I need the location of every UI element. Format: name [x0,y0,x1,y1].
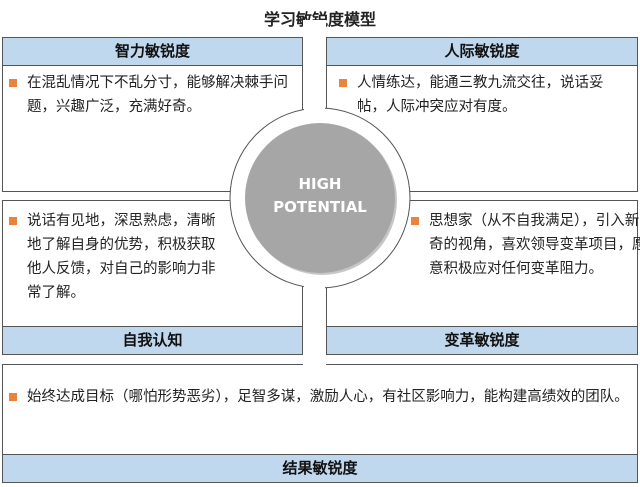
quadrant-header: 自我认知 [2,326,303,355]
quadrant-text: 说话有见地，深思熟虑，清晰地了解自身的优势，积极获取他人反馈，对自己的影响力非常… [5,209,227,305]
bullet-icon [9,217,17,225]
result-header: 结果敏锐度 [2,454,638,483]
diagram-title: 学习敏锐度模型 [263,10,376,29]
center-label: HIGH POTENTIAL [240,173,400,219]
quadrant-self-awareness: 说话有见地，深思熟虑，清晰地了解自身的优势，积极获取他人反馈，对自己的影响力非常… [2,200,303,355]
ring-gap-top [304,40,325,120]
result-agility-box: 始终达成目标（哪怕形势恶劣），足智多谋，激励人心，有社区影响力，能构建高绩效的团… [2,364,638,483]
inner-circle [245,123,395,273]
quadrant-header: 变革敏锐度 [326,326,638,355]
quadrant-text: 人情练达，能通三教九流交往，说话妥帖，人际冲突应对有度。 [335,71,625,119]
quadrant-text-content: 思想家（从不自我满足），引入新奇的视角，喜欢领导变革项目，愿意积极应对任何变革阻… [429,213,640,277]
quadrant-text-content: 说话有见地，深思熟虑，清晰地了解自身的优势，积极获取他人反馈，对自己的影响力非常… [27,213,216,301]
result-text: 始终达成目标（哪怕形势恶劣），足智多谋，激励人心，有社区影响力，能构建高绩效的团… [5,385,637,409]
bullet-icon [9,393,17,401]
quadrant-header: 智力敏锐度 [2,37,303,66]
bullet-icon [411,217,419,225]
quadrant-text-content: 在混乱情况下不乱分寸，能够解决棘手问题，兴趣广泛，充满好奇。 [27,75,288,115]
ring-gap-bottom [304,280,325,360]
bullet-icon [339,79,347,87]
center-label-line2: POTENTIAL [273,198,367,216]
quadrant-text: 在混乱情况下不乱分寸，能够解决棘手问题，兴趣广泛，充满好奇。 [5,71,289,119]
quadrant-header: 人际敏锐度 [326,37,638,66]
quadrant-text-content: 人情练达，能通三教九流交往，说话妥帖，人际冲突应对有度。 [357,75,604,115]
center-label-line1: HIGH [298,175,342,193]
bullet-icon [9,79,17,87]
quadrant-text: 思想家（从不自我满足），引入新奇的视角，喜欢领导变革项目，愿意积极应对任何变革阻… [407,209,640,281]
result-text-content: 始终达成目标（哪怕形势恶劣），足智多谋，激励人心，有社区影响力，能构建高绩效的团… [27,389,629,405]
